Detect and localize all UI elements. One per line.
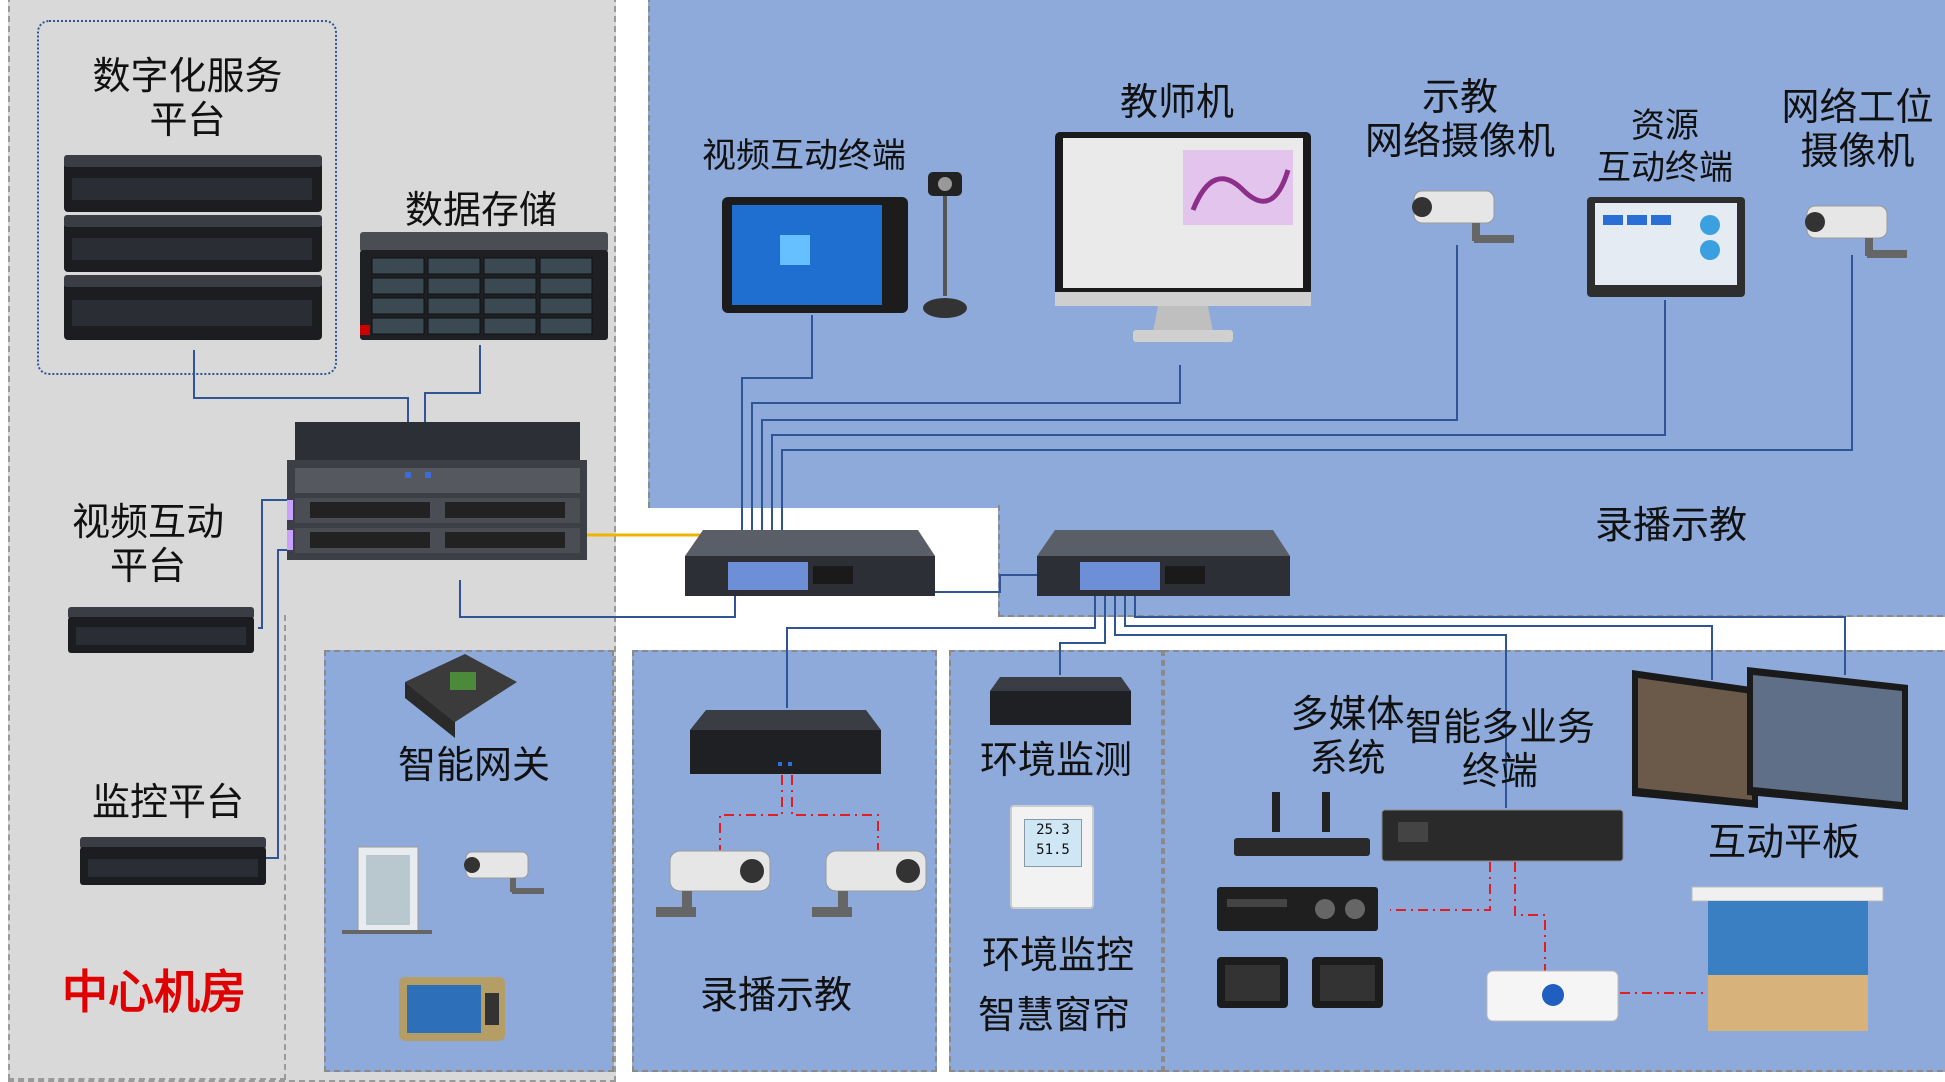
label-env-monitor: 环境监测 xyxy=(980,738,1133,782)
label-resource-terminal: 资源互动终端 xyxy=(1597,106,1733,188)
video-platform-server-icon xyxy=(68,607,254,653)
label-teacher-pc: 教师机 xyxy=(1120,80,1235,124)
teach-camera-icon xyxy=(1412,190,1514,243)
resource-terminal-icon xyxy=(1587,197,1745,297)
label-smart-gateway: 智能网关 xyxy=(398,743,551,787)
label-interactive-panel: 互动平板 xyxy=(1708,820,1861,864)
gateway-board-icon xyxy=(405,654,517,738)
env-sensor-icon: 25.3 51.5 xyxy=(1010,805,1094,909)
label-video-platform: 视频互动平台 xyxy=(71,500,224,588)
label-data-storage: 数据存储 xyxy=(405,188,558,232)
sensor-reading-1: 25.3 xyxy=(1036,822,1070,838)
server-stack-icon xyxy=(64,155,322,340)
teacher-pc-icon xyxy=(1055,132,1311,342)
wireless-mic-icon xyxy=(1234,792,1370,856)
label-video-terminal: 视频互动终端 xyxy=(702,136,906,176)
label-env-control: 环境监控 xyxy=(982,933,1135,977)
access-switch-right-icon xyxy=(1037,530,1290,596)
station-camera-icon xyxy=(1805,205,1907,258)
label-smart-curtain: 智慧窗帘 xyxy=(978,993,1131,1037)
core-switch-icon xyxy=(287,422,587,560)
webcam-icon xyxy=(923,172,967,318)
recorder-box-icon xyxy=(690,710,881,774)
recording-camera-right-icon xyxy=(812,850,927,917)
projector-icon xyxy=(1486,970,1619,1022)
label-smart-terminal: 智能多业务终端 xyxy=(1404,705,1595,793)
label-monitor-platform: 监控平台 xyxy=(92,780,245,824)
env-monitor-box-icon xyxy=(990,677,1131,725)
video-terminal-icon xyxy=(722,197,908,313)
recording-camera-left-icon xyxy=(656,850,771,917)
access-panel-icon xyxy=(399,977,505,1041)
label-center-room: 中心机房 xyxy=(62,965,246,1019)
door-panel-icon xyxy=(342,846,432,934)
label-multimedia: 多媒体系统 xyxy=(1290,692,1405,780)
label-digital-platform: 数字化服务平台 xyxy=(92,54,283,142)
interactive-panel-right-icon xyxy=(1747,667,1908,810)
interactive-panel-left-icon xyxy=(1632,670,1758,808)
access-switch-left-icon xyxy=(685,530,935,596)
label-recording-bottom: 录播示教 xyxy=(700,973,853,1017)
label-teach-camera: 示教网络摄像机 xyxy=(1365,75,1556,163)
label-recording-top: 录播示教 xyxy=(1595,503,1748,547)
storage-array-icon xyxy=(360,232,608,340)
monitor-platform-server-icon xyxy=(80,837,266,885)
smart-terminal-box-icon xyxy=(1381,809,1624,862)
label-station-camera: 网络工位摄像机 xyxy=(1781,85,1934,173)
speaker-right-icon xyxy=(1312,957,1383,1008)
gateway-camera-icon xyxy=(464,851,544,894)
projection-screen-icon xyxy=(1691,886,1884,1031)
server-group-box xyxy=(37,20,337,375)
amplifier-icon xyxy=(1217,887,1378,931)
speaker-left-icon xyxy=(1217,957,1288,1008)
sensor-reading-2: 51.5 xyxy=(1036,842,1070,858)
